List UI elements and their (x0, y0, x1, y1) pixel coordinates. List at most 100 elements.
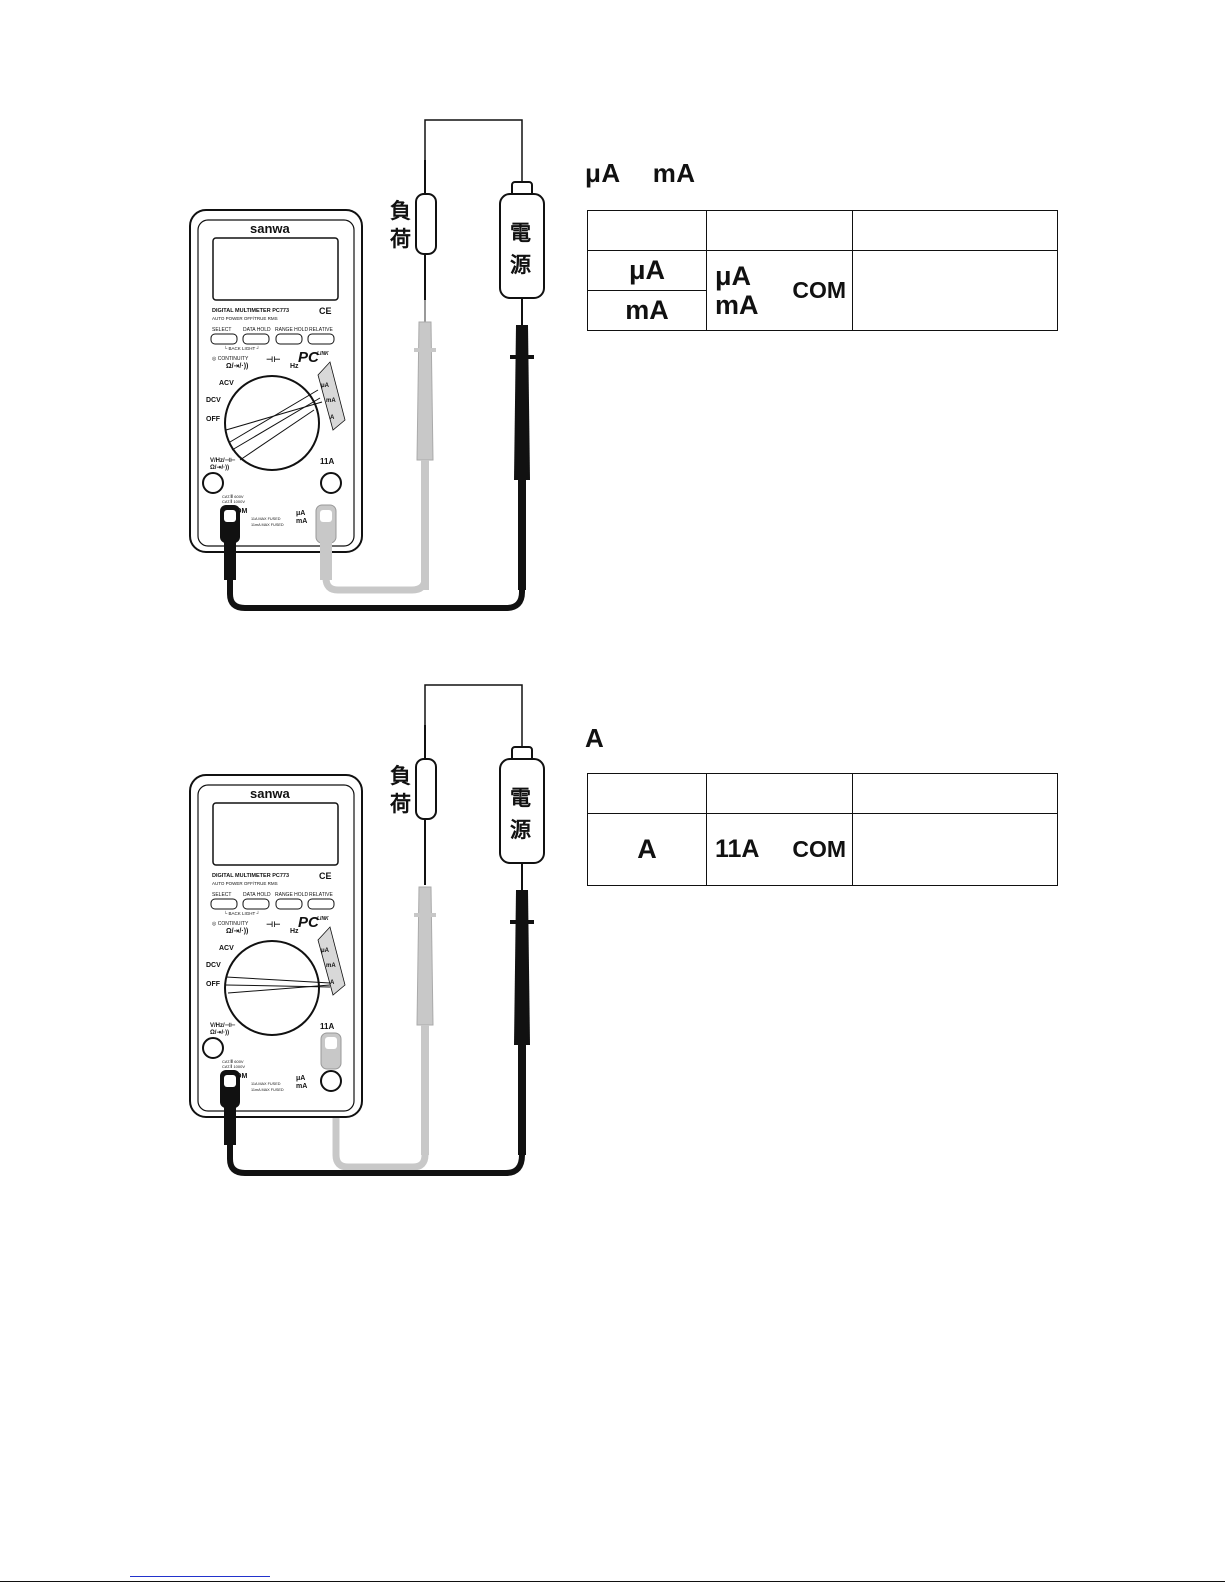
data-hold-button[interactable] (242, 333, 270, 345)
source-label-2: 源 (510, 819, 531, 842)
off-label: OFF (206, 416, 221, 423)
note-cell (852, 813, 1058, 886)
a-range-label: A (330, 980, 335, 986)
fuse-label-1: 11A MAX FUSED (251, 1082, 281, 1086)
table-header-row (587, 773, 1058, 814)
off-label: OFF (206, 981, 221, 988)
terminal-ua: μA (715, 260, 752, 291)
cat-rating-1: CAT.Ⅲ 600V (222, 494, 244, 499)
continuity-label: ◎ CONTINUITY (212, 356, 249, 362)
v-terminal-jack[interactable] (202, 1037, 224, 1059)
ce-mark: CE (319, 306, 332, 316)
grey-lead (322, 540, 429, 594)
pc-link-sub: LINK (317, 916, 329, 922)
button-label-data-hold: DATA HOLD (243, 327, 271, 333)
fuse-label-1: 11A MAX FUSED (251, 517, 281, 521)
circuit-diagram: 負 荷 電 源 sanwa DIGITAL MULTIMETER PC773 C… (189, 684, 545, 1176)
backlight-label: └ BACK LIGHT ┘ (224, 910, 260, 916)
power-source (499, 193, 545, 299)
header-range (587, 773, 707, 814)
model-line-2: AUTO POWER OFF/TRUE RMS (212, 316, 278, 321)
heading-ma: mA (652, 158, 696, 188)
terminal-com: COM (792, 836, 846, 862)
ua-ma-terminal-label-1: μA (296, 1075, 305, 1082)
range-hold-button[interactable] (275, 898, 303, 910)
rotary-dial[interactable] (224, 940, 320, 1036)
black-lead (227, 1115, 525, 1176)
11a-terminal-jack[interactable] (320, 472, 342, 494)
select-button[interactable] (210, 333, 238, 345)
relative-button[interactable] (307, 898, 335, 910)
header-terminal (706, 210, 853, 251)
v-terminal-jack[interactable] (202, 472, 224, 494)
button-label-range-hold: RANGE HOLD (275, 892, 308, 898)
ohm-diode-label: Ω/⇥/·)) (226, 928, 248, 935)
load-label-1: 負 (390, 764, 411, 788)
ua-ma-terminal-label-2: mA (296, 518, 307, 525)
red-probe (416, 886, 434, 1026)
ua-ma-terminal-label-2: mA (296, 1083, 307, 1090)
data-hold-button[interactable] (242, 898, 270, 910)
source-label-2: 源 (510, 254, 531, 277)
cat-rating-1: CAT.Ⅲ 600V (222, 1059, 244, 1064)
pc-link-logo: PC (298, 914, 320, 931)
model-line-1: DIGITAL MULTIMETER PC773 (212, 308, 289, 314)
model-line-2: AUTO POWER OFF/TRUE RMS (212, 881, 278, 886)
ua-range-label: μA (321, 948, 330, 954)
button-label-range-hold: RANGE HOLD (275, 327, 308, 333)
terminal-table-a: A 11A COM (587, 773, 1058, 886)
ohm-diode-label: Ω/⇥/·)) (226, 363, 248, 370)
dcv-label: DCV (206, 962, 221, 969)
source-label-1: 電 (510, 222, 531, 245)
v-terminal-label: V/Hz/⊣⊢ (210, 457, 236, 464)
ma-range-label: mA (326, 398, 336, 404)
range-hold-button[interactable] (275, 333, 303, 345)
lcd-display (212, 237, 339, 301)
capacitance-label: ⊣⊢ (266, 920, 281, 929)
brand-logo: sanwa (250, 786, 291, 801)
heading-a: A (585, 723, 605, 753)
black-probe (514, 325, 530, 480)
a-range-label: A (330, 415, 335, 421)
button-label-relative: RELATIVE (309, 892, 333, 898)
fuse-label-2: 11mA MAX FUSED (251, 523, 284, 527)
header-range (587, 210, 707, 251)
pc-link-logo: PC (298, 349, 320, 366)
header-note (852, 773, 1058, 814)
load-resistor (415, 193, 437, 255)
ua-ma-terminal-jack[interactable] (320, 1070, 342, 1092)
button-label-relative: RELATIVE (309, 327, 333, 333)
acv-label: ACV (219, 380, 234, 387)
ua-range-label: μA (321, 383, 330, 389)
ma-range-label: mA (326, 963, 336, 969)
terminal-ma: mA (715, 289, 759, 320)
measurement-panel-ua-ma: 負 荷 電 源 sanwa DIGITAL MULTIMETER PC773 C… (0, 100, 1225, 700)
rotary-dial[interactable] (224, 375, 320, 471)
fuse-label-2: 11mA MAX FUSED (251, 1088, 284, 1092)
header-terminal (706, 773, 853, 814)
red-probe (416, 321, 434, 461)
footer-link-line (130, 1576, 270, 1577)
model-line-1: DIGITAL MULTIMETER PC773 (212, 873, 289, 879)
footer-rule (0, 1581, 1225, 1582)
black-probe (514, 890, 530, 1045)
cat-rating-2: CAT.Ⅱ 1000V (222, 499, 245, 504)
section-heading-a: A (585, 723, 604, 754)
brand-logo: sanwa (250, 221, 291, 236)
relative-button[interactable] (307, 333, 335, 345)
11a-terminal-label: 11A (320, 457, 334, 466)
v-terminal-label: V/Hz/⊣⊢ (210, 1022, 236, 1029)
header-note (852, 210, 1058, 251)
terminal-11a: 11A (715, 835, 760, 863)
table-header-row (587, 210, 1058, 251)
terminal-com: COM (792, 277, 846, 303)
heading-ua: μA (585, 158, 621, 188)
grey-lead (332, 1060, 429, 1171)
v-terminal-label-2: Ω/⇥/·)) (210, 465, 229, 471)
hz-label: Hz (290, 363, 299, 370)
range-ua: μA (588, 251, 706, 291)
range-cell: μA mA (587, 250, 707, 331)
range-ma: mA (625, 295, 669, 325)
select-button[interactable] (210, 898, 238, 910)
measurement-panel-a: 負 荷 電 源 sanwa DIGITAL MULTIMETER PC773 C… (0, 665, 1225, 1265)
